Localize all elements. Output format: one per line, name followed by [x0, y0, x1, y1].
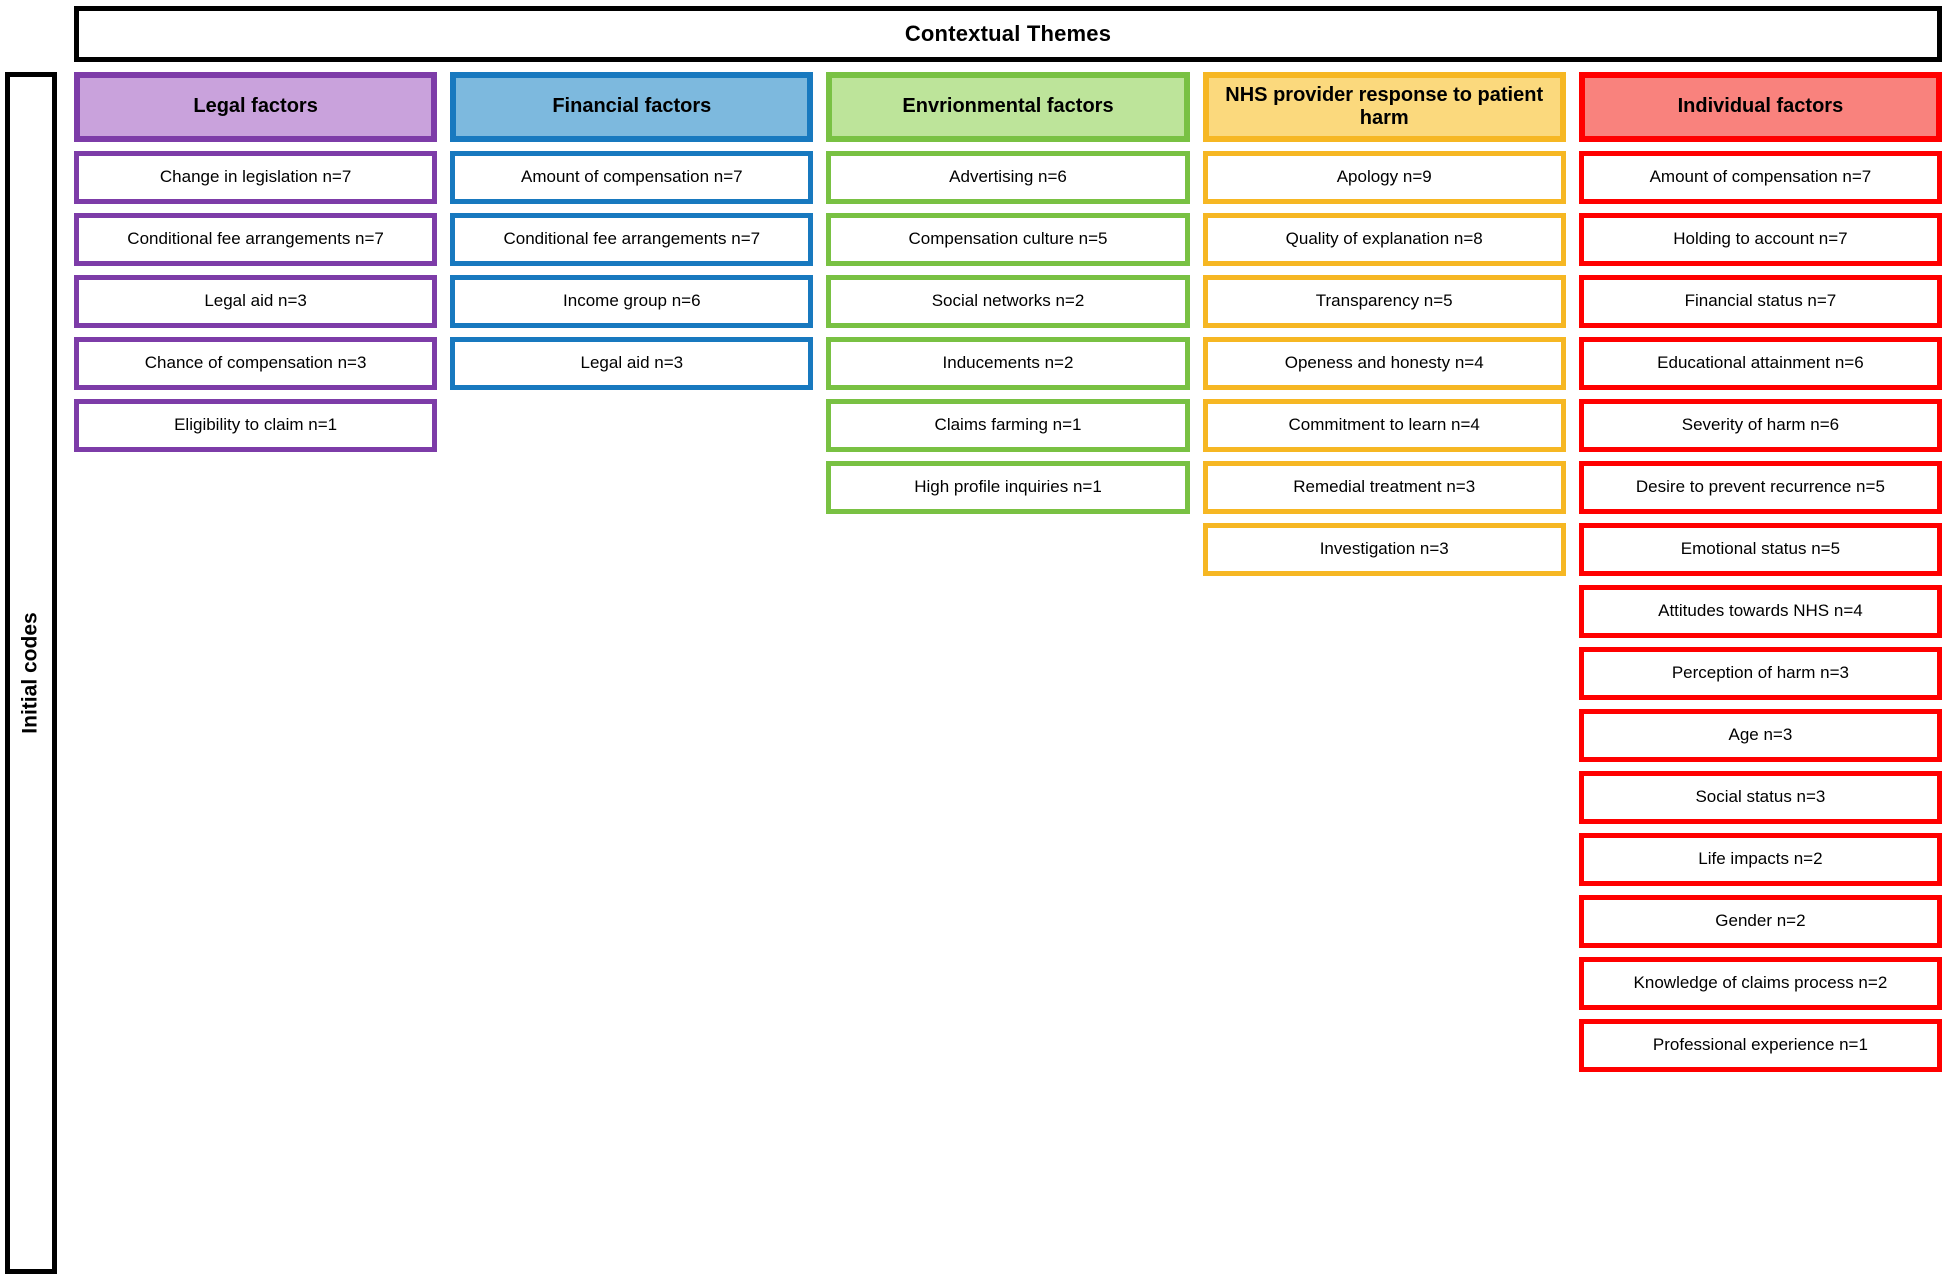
code-label: Investigation n=3: [1319, 539, 1449, 559]
code-label: Conditional fee arrangements n=7: [127, 229, 384, 249]
code-box[interactable]: Commitment to learn n=4: [1202, 399, 1566, 452]
theme-header-label: Individual factors: [1677, 95, 1844, 118]
code-box[interactable]: Amount of compensation n=7: [1578, 151, 1943, 204]
code-box[interactable]: Remedial treatment n=3: [1202, 461, 1566, 514]
code-label: Emotional status n=5: [1680, 539, 1841, 559]
code-label: Attitudes towards NHS n=4: [1658, 601, 1863, 621]
code-label: Legal aid n=3: [580, 353, 684, 373]
code-box[interactable]: Emotional status n=5: [1578, 523, 1943, 576]
code-label: Severity of harm n=6: [1681, 415, 1840, 435]
code-box[interactable]: Gender n=2: [1578, 895, 1943, 948]
code-box[interactable]: Claims farming n=1: [826, 399, 1190, 452]
code-box[interactable]: Desire to prevent recurrence n=5: [1578, 461, 1943, 514]
theme-header-financial[interactable]: Financial factors: [450, 72, 814, 142]
code-label: Financial status n=7: [1684, 291, 1837, 311]
code-label: Holding to account n=7: [1673, 229, 1848, 249]
code-box[interactable]: Investigation n=3: [1202, 523, 1566, 576]
code-label: Commitment to learn n=4: [1288, 415, 1480, 435]
code-box[interactable]: Life impacts n=2: [1578, 833, 1943, 886]
code-label: Perception of harm n=3: [1671, 663, 1850, 683]
code-box[interactable]: Severity of harm n=6: [1578, 399, 1943, 452]
code-box[interactable]: Social networks n=2: [826, 275, 1190, 328]
contextual-themes-title: Contextual Themes: [904, 21, 1112, 46]
code-label: Desire to prevent recurrence n=5: [1635, 477, 1885, 497]
theme-header-label: Legal factors: [193, 95, 318, 118]
code-label: Chance of compensation n=3: [144, 353, 367, 373]
code-label: Conditional fee arrangements n=7: [503, 229, 761, 249]
code-box[interactable]: Advertising n=6: [826, 151, 1190, 204]
code-box[interactable]: Openess and honesty n=4: [1202, 337, 1566, 390]
code-box[interactable]: Educational attainment n=6: [1578, 337, 1943, 390]
code-box[interactable]: Professional experience n=1: [1578, 1019, 1943, 1072]
code-box[interactable]: Eligibility to claim n=1: [74, 399, 438, 452]
code-label: Inducements n=2: [942, 353, 1074, 373]
initial-codes-label: Initial codes: [19, 612, 42, 734]
code-label: Life impacts n=2: [1698, 849, 1823, 869]
code-label: Gender n=2: [1715, 911, 1806, 931]
code-label: Social status n=3: [1695, 787, 1826, 807]
code-label: Quality of explanation n=8: [1285, 229, 1483, 249]
code-box[interactable]: Compensation culture n=5: [826, 213, 1190, 266]
code-box[interactable]: Financial status n=7: [1578, 275, 1943, 328]
code-box[interactable]: Social status n=3: [1578, 771, 1943, 824]
theme-header-label: NHS provider response to patient harm: [1225, 83, 1544, 129]
code-box[interactable]: Perception of harm n=3: [1578, 647, 1943, 700]
code-label: Age n=3: [1728, 725, 1793, 745]
code-box[interactable]: Apology n=9: [1202, 151, 1566, 204]
code-box[interactable]: Transparency n=5: [1202, 275, 1566, 328]
code-label: Openess and honesty n=4: [1284, 353, 1484, 373]
code-box[interactable]: Knowledge of claims process n=2: [1578, 957, 1943, 1010]
code-label: Professional experience n=1: [1652, 1035, 1868, 1055]
code-label: Knowledge of claims process n=2: [1633, 973, 1888, 993]
code-label: High profile inquiries n=1: [914, 477, 1102, 497]
code-box[interactable]: Legal aid n=3: [74, 275, 438, 328]
code-box[interactable]: Income group n=6: [450, 275, 814, 328]
theme-header-label: Financial factors: [552, 95, 712, 118]
code-label: Claims farming n=1: [934, 415, 1082, 435]
theme-header-environmental[interactable]: Envrionmental factors: [826, 72, 1190, 142]
contextual-themes-banner: Contextual Themes: [74, 6, 1942, 62]
code-label: Compensation culture n=5: [908, 229, 1108, 249]
code-box[interactable]: Chance of compensation n=3: [74, 337, 438, 390]
code-label: Amount of compensation n=7: [1649, 167, 1872, 187]
code-box[interactable]: Conditional fee arrangements n=7: [74, 213, 438, 266]
code-label: Social networks n=2: [931, 291, 1085, 311]
code-label: Eligibility to claim n=1: [174, 415, 338, 435]
code-box[interactable]: Inducements n=2: [826, 337, 1190, 390]
code-label: Advertising n=6: [949, 167, 1067, 187]
code-box[interactable]: Quality of explanation n=8: [1202, 213, 1566, 266]
theme-header-individual[interactable]: Individual factors: [1578, 72, 1943, 142]
code-box[interactable]: High profile inquiries n=1: [826, 461, 1190, 514]
theme-header-nhs[interactable]: NHS provider response to patient harm: [1202, 72, 1566, 142]
code-box[interactable]: Age n=3: [1578, 709, 1943, 762]
code-box[interactable]: Amount of compensation n=7: [450, 151, 814, 204]
code-label: Income group n=6: [563, 291, 701, 311]
theme-header-legal[interactable]: Legal factors: [74, 72, 438, 142]
code-label: Legal aid n=3: [204, 291, 307, 311]
code-box[interactable]: Conditional fee arrangements n=7: [450, 213, 814, 266]
code-box[interactable]: Attitudes towards NHS n=4: [1578, 585, 1943, 638]
code-box[interactable]: Holding to account n=7: [1578, 213, 1943, 266]
initial-codes-rail: Initial codes: [5, 72, 57, 1274]
code-label: Change in legislation n=7: [159, 167, 352, 187]
code-label: Educational attainment n=6: [1657, 353, 1864, 373]
code-box[interactable]: Change in legislation n=7: [74, 151, 438, 204]
code-label: Apology n=9: [1336, 167, 1432, 187]
theme-header-label: Envrionmental factors: [902, 95, 1114, 118]
code-box[interactable]: Legal aid n=3: [450, 337, 814, 390]
code-label: Transparency n=5: [1315, 291, 1453, 311]
code-label: Amount of compensation n=7: [520, 167, 743, 187]
code-label: Remedial treatment n=3: [1293, 477, 1476, 497]
